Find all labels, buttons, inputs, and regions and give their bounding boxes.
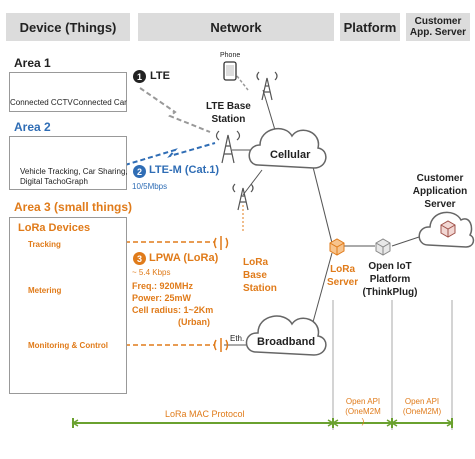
area3-box: [9, 217, 127, 394]
header-customer-line1: Customer: [414, 16, 462, 27]
phone-icon: [223, 61, 237, 81]
open-api-2-line1: Open API: [404, 397, 440, 406]
broadband-label: Broadband: [257, 336, 316, 348]
header-customer-line2: App. Server: [409, 27, 467, 38]
lte-tower-icon: [215, 130, 241, 164]
customer-line2: Application: [412, 186, 468, 197]
lpwa-radius: Cell radius: 1~2Km: [132, 305, 214, 315]
open-api-1-line1: Open API: [345, 397, 381, 406]
link3-label: LPWA (LoRa): [149, 252, 219, 264]
broadband-loraserver-link: [309, 252, 333, 334]
monitoring-label: Monitoring & Control: [28, 341, 108, 350]
lpwa-urban: (Urban): [178, 317, 210, 327]
lora-devices-label: LoRa Devices: [18, 222, 91, 234]
link1-number-badge: 1: [133, 70, 146, 83]
area2-text-line1: Vehicle Tracking, Car Sharing,: [20, 167, 128, 176]
customer-server-cube-icon: [440, 220, 456, 238]
header-customer: Customer App. Server: [406, 13, 470, 41]
link2-number-badge: 2: [133, 165, 146, 178]
customer-line3: Server: [424, 199, 456, 210]
lora-server-line1: LoRa: [330, 264, 356, 275]
area1-car-label: Connected Car: [73, 98, 127, 107]
area1-box: [9, 72, 127, 112]
protocol-arrowhead: [446, 419, 454, 427]
lora-antenna-icon: [213, 338, 229, 352]
header-platform: Platform: [340, 13, 400, 41]
tracking-label: Tracking: [28, 240, 61, 249]
eth-label: Eth.: [230, 334, 245, 343]
lte-station-label: LTE Base Station: [206, 100, 251, 126]
lpwa-power: Power: 25mW: [132, 293, 192, 303]
lora-antenna-icon: [213, 236, 229, 250]
link1-label: LTE: [150, 70, 170, 82]
open-api-2-label: Open API (OneM2M): [393, 397, 451, 417]
open-api-1-line2: (OneM2M: [345, 407, 381, 416]
lora-server-line2: Server: [327, 277, 359, 288]
cellular-cloud: [248, 127, 327, 169]
platform-customer-link: [391, 235, 423, 247]
area2-box: [9, 136, 127, 190]
lora-station-line3: Station: [243, 283, 277, 294]
protocol-arrowhead: [71, 419, 79, 427]
platform-line2: Platform: [369, 274, 411, 285]
platform-line1: Open IoT: [368, 261, 412, 272]
area3-title: Area 3 (small things): [14, 200, 133, 214]
link2-speed: 10/5Mbps: [132, 182, 168, 191]
header-network: Network: [138, 13, 334, 41]
lora-station-label: LoRa Base Station: [243, 256, 277, 295]
lora-station-line2: Base: [243, 270, 267, 281]
lora-station-line1: LoRa: [243, 257, 268, 268]
area1-cctv-label: Connected CCTV: [10, 98, 73, 107]
protocol-arrowhead: [390, 419, 398, 427]
phone-link: [236, 75, 249, 91]
tower2-cellular-link: [262, 89, 276, 131]
customer-label: Customer Application Server: [406, 172, 474, 211]
lte-tower-icon: [232, 183, 254, 211]
broadband-cloud: [245, 315, 327, 356]
open-api-1-label: Open API (OneM2M ): [334, 397, 392, 427]
protocol-arrowhead: [331, 419, 339, 427]
lora-server-label: LoRa Server: [327, 263, 358, 289]
open-api-2-line2: (OneM2M): [402, 407, 442, 416]
phone-label: Phone: [220, 52, 241, 59]
lte-station-line2: Station: [211, 114, 246, 125]
lpwa-speed: ~ 5.4 Kbps: [132, 268, 171, 277]
link2-label: LTE-M (Cat.1): [149, 164, 220, 176]
header-device: Device (Things): [6, 13, 130, 41]
open-api-1-line3: ): [361, 417, 365, 426]
link3-number-badge: 3: [133, 252, 146, 265]
cellular-label: Cellular: [270, 149, 311, 161]
platform-cube-icon: [375, 238, 391, 256]
area2-title: Area 2: [14, 120, 51, 134]
lora-server-cube-icon: [329, 238, 345, 256]
lte-link: [139, 87, 211, 133]
cellular-loraserver-link: [309, 154, 333, 244]
metering-label: Metering: [28, 286, 62, 295]
area1-title: Area 1: [14, 56, 51, 70]
lte-tower-icon: [256, 71, 278, 101]
customer-line1: Customer: [416, 173, 464, 184]
ltem-link: [124, 142, 216, 166]
lpwa-freq: Freq.: 920MHz: [132, 281, 194, 291]
platform-label: Open IoT Platform (ThinkPlug): [358, 260, 422, 299]
lte-station-line1: LTE Base: [206, 101, 251, 112]
tower3-cellular-link: [242, 169, 263, 196]
area2-text-line2: Digital TachoGraph: [20, 177, 88, 186]
lora-mac-protocol-label: LoRa MAC Protocol: [165, 409, 245, 419]
platform-line3: (ThinkPlug): [362, 287, 418, 298]
